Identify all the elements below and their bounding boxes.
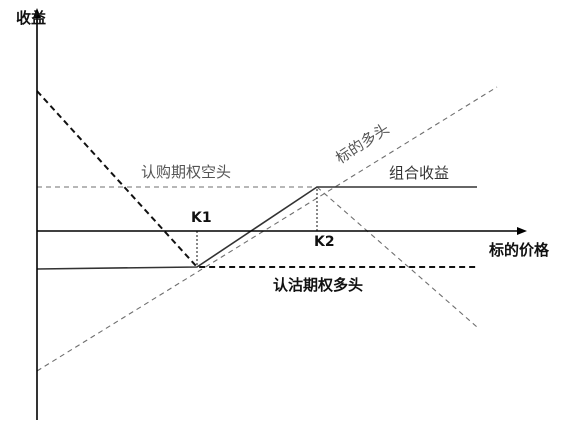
strike-guides [196,187,318,267]
x-axis-label: 标的价格 [488,241,550,259]
underlying-long-label: 标的多头 [332,120,392,168]
series-layer [36,86,498,372]
call-short-label: 认购期权空头 [141,163,231,181]
series-line-0 [36,86,498,372]
series-line-3 [316,186,478,328]
series-line-2 [36,90,477,268]
x-axis-arrow [517,227,527,235]
y-axis-arrow [33,8,41,18]
series-line-4 [36,186,477,270]
combined-payoff-label: 组合收益 [389,164,449,182]
put-long-label: 认沽期权多头 [273,276,363,294]
k1-label: K1 [191,210,212,226]
y-axis-label: 收益 [16,9,46,27]
k2-label: K2 [314,234,335,250]
